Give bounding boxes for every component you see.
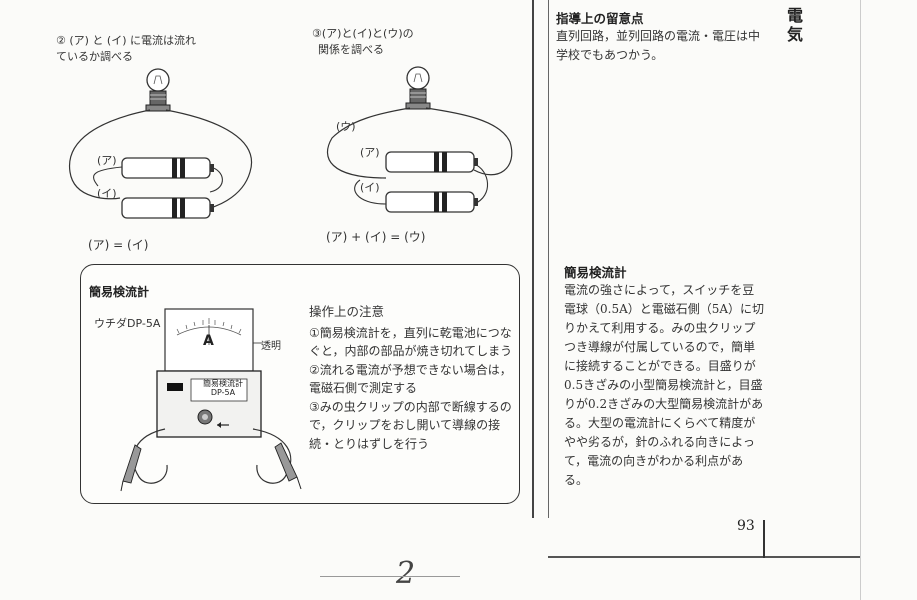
left-label-i: (イ) [97, 187, 117, 200]
panel-title: 簡易検流計 [89, 285, 150, 299]
left-label-a: (ア) [97, 154, 117, 167]
left-equation: (ア) = (イ) [88, 238, 149, 252]
left-circuit-diagram [68, 68, 253, 219]
note-item: ②流れる電流が予想できない場合は，電磁石側で測定する [309, 362, 512, 396]
galvanometer-illustration [120, 308, 302, 492]
operation-notes: 操作上の注意 ①簡易検流計を，直列に乾電池につなぐと，内部の部品が焼き切れてしま… [309, 303, 517, 453]
column-divider [532, 0, 534, 518]
galvanometer-text: 電流の強さによって，スイッチを豆電球（0.5A）と電磁石側（5A）に切りかえて利… [564, 283, 765, 487]
battery-icon [385, 151, 478, 173]
battery-icon [385, 191, 478, 213]
left-caption-line2: ているか調べる [56, 50, 133, 63]
device-name-line2: DP-5A [210, 388, 236, 397]
bulb-icon [405, 66, 431, 110]
bottom-rule [548, 556, 860, 558]
galvanometer-section: 簡易検流計 電流の強さによって，スイッチを豆電球（0.5A）と電磁石側（5A）に… [564, 262, 766, 490]
handwritten-mark: 2 [396, 556, 416, 591]
model-label: ウチダDP-5A [94, 317, 161, 330]
battery-icon [121, 197, 214, 219]
galvanometer-panel: 簡易検流計 ウチダDP-5A [80, 264, 520, 504]
page-edge [860, 0, 861, 600]
guidance-section: 指導上の留意点 直列回路，並列回路の電流・電圧は中学校でもあつかう。 [556, 8, 768, 65]
galvanometer-heading: 簡易検流計 [564, 265, 627, 280]
right-caption-line1: ③(ア)と(イ)と(ウ)の [312, 27, 414, 40]
notes-title: 操作上の注意 [309, 304, 385, 319]
right-label-i: (イ) [360, 181, 380, 194]
transparent-label: 透明 [261, 341, 281, 352]
right-label-a: (ア) [360, 146, 380, 159]
guidance-text: 直列回路，並列回路の電流・電圧は中学校でもあつかう。 [556, 29, 761, 62]
device-nameplate: 簡易検流計 DP-5A [196, 379, 250, 397]
page-number: 93 [737, 518, 755, 534]
note-item: ③みの虫クリップの内部で断線するので，クリップをおし開いて導線の接続・とりはずし… [309, 399, 512, 451]
right-circuit-diagram [326, 66, 513, 213]
device-name-line1: 簡易検流計 [203, 379, 243, 388]
column-divider [548, 0, 549, 518]
left-caption-line1: ② (ア) と (イ) に電流は流れ [56, 34, 197, 47]
bulb-icon [145, 68, 171, 112]
alligator-clip-icon [120, 444, 142, 492]
right-label-u: (ウ) [336, 120, 356, 133]
right-circuit-caption: ③(ア)と(イ)と(ウ)の 関係を調べる [312, 26, 414, 58]
right-caption-line2: 関係を調べる [318, 43, 384, 56]
alligator-clip-icon [274, 442, 302, 490]
note-item: ①簡易検流計を，直列に乾電池につなぐと，内部の部品が焼き切れてしまう [309, 325, 513, 359]
page-num-rule [763, 520, 765, 558]
handwritten-underline [320, 576, 460, 577]
battery-icon [121, 157, 214, 179]
dial-letter: A [203, 333, 214, 349]
left-circuit-caption: ② (ア) と (イ) に電流は流れ ているか調べる [56, 33, 196, 65]
right-equation: (ア) + (イ) = (ウ) [326, 230, 426, 244]
section-vertical-label: 電気 [786, 6, 803, 44]
guidance-heading: 指導上の留意点 [556, 11, 644, 26]
